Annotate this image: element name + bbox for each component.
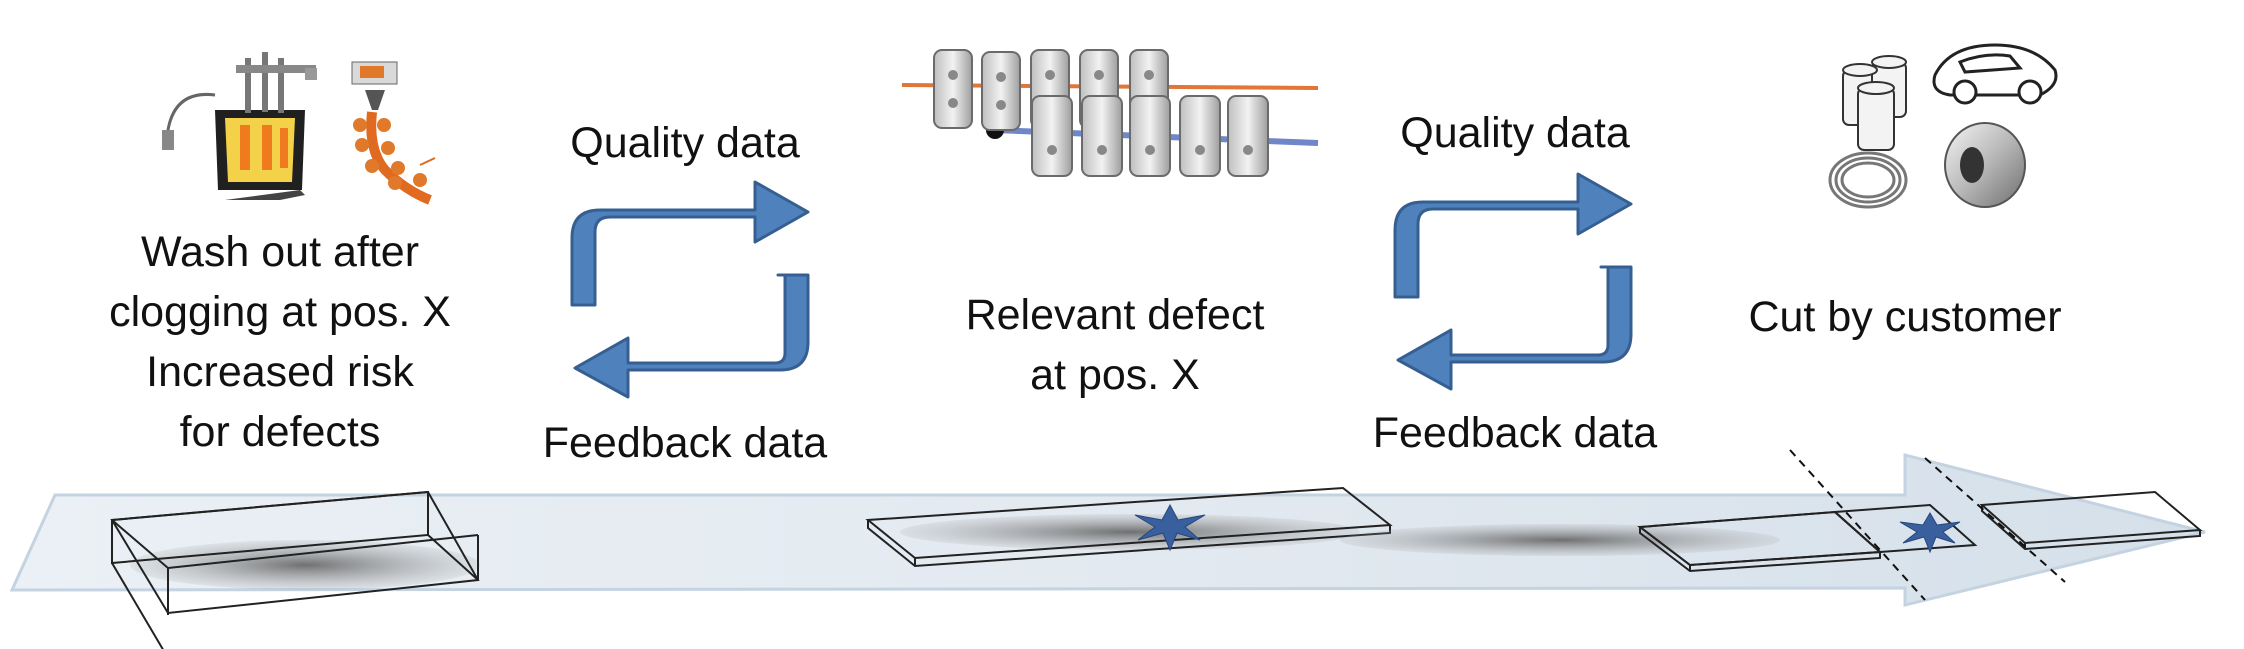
feedback-loop-arrows <box>570 180 810 399</box>
stage-casting-line-4: for defects <box>179 408 381 456</box>
customer-products-icon <box>1828 43 2058 209</box>
loop-1-feedback-label: Feedback data <box>542 419 828 467</box>
defect-star-icon <box>1899 512 1961 554</box>
feedback-loop-arrows <box>1393 172 1633 391</box>
cut-line <box>1924 457 2066 583</box>
stage-rolling-line-2: at pos. X <box>1030 351 1200 399</box>
loop-2-feedback-label: Feedback data <box>1372 409 1658 457</box>
stage-casting-text: Wash out after clogging at pos. X Increa… <box>60 222 500 462</box>
slab-block <box>110 490 480 649</box>
cut-plates <box>1340 449 2203 601</box>
steel-furnace-icon <box>162 52 436 205</box>
stage-customer-text: Cut by customer <box>1690 287 2120 347</box>
stage-rolling-text: Relevant defect at pos. X <box>900 285 1330 405</box>
stage-casting-line-3: Increased risk <box>146 348 414 396</box>
loop-2-quality-label: Quality data <box>1400 109 1630 157</box>
cut-line <box>1789 449 1926 601</box>
rolling-mill-icon <box>901 49 1319 177</box>
stage-casting-line-1: Wash out after <box>140 228 420 276</box>
stage-customer-line-1: Cut by customer <box>1748 293 2062 341</box>
loop-1-quality-label: Quality data <box>570 119 800 167</box>
stage-rolling-line-1: Relevant defect <box>965 291 1265 339</box>
stage-casting-line-2: clogging at pos. X <box>109 288 451 336</box>
defect-star-icon <box>1134 503 1206 552</box>
